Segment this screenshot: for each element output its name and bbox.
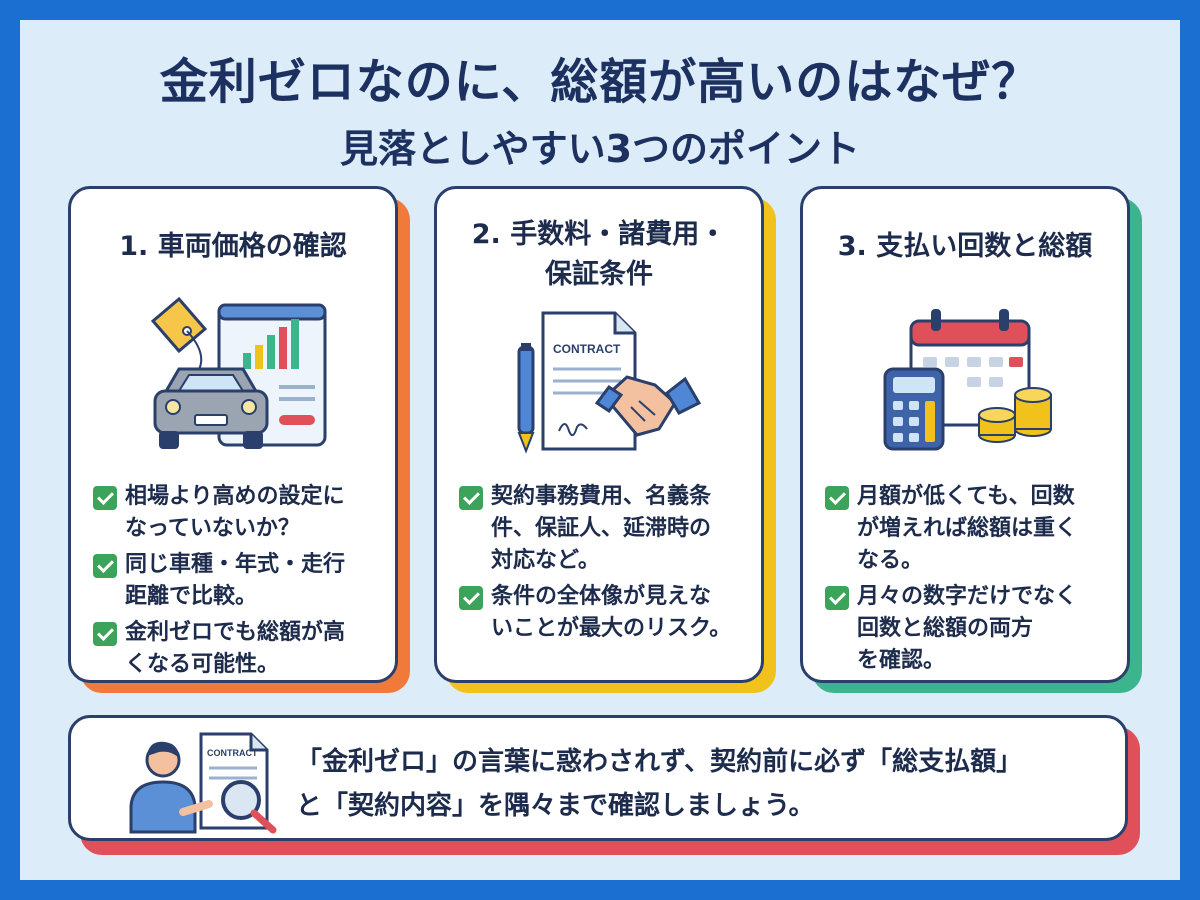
coins-icon: [978, 387, 1052, 443]
check-icon: [825, 586, 849, 610]
card-3: 3. 支払い回数と総額: [800, 186, 1130, 683]
check-icon: [459, 486, 483, 510]
list-item: 相場より高めの設定になっていないか？: [93, 481, 393, 545]
point-text: 契約事務費用、名義条件、保証人、延滞時の対応など。: [491, 484, 712, 573]
price-tag-icon: [150, 296, 208, 374]
card-1-points: 相場より高めの設定になっていないか？ 同じ車種・年式・走行距離で比較。 金利ゼロ…: [93, 481, 393, 685]
chart-icon: [217, 303, 327, 447]
check-icon: [93, 554, 117, 578]
page-subtitle: 見落としやすい3つのポイント: [339, 127, 861, 171]
check-icon: [459, 586, 483, 610]
bottom-message-line-1: 「金利ゼロ」の言葉に惑わされず、契約前に必ず「総支払額」: [296, 747, 1023, 777]
bottom-banner: CONTRACT: [68, 715, 1128, 841]
list-item: 月額が低くても、回数が増えれば総額は重くなる。: [825, 481, 1125, 577]
check-icon: [93, 486, 117, 510]
card-3-title: 3. 支払い回数と総額: [803, 227, 1127, 267]
card-2: 2. 手数料・諸費用・ 保証条件 CONTRACT: [434, 186, 764, 683]
list-item: 同じ車種・年式・走行距離で比較。: [93, 549, 393, 613]
list-item: 金利ゼロでも総額が高くなる可能性。: [93, 617, 393, 681]
card-2-title-line-2: 保証条件: [545, 259, 653, 290]
check-icon: [93, 622, 117, 646]
card-1-title-line: 1. 車両価格の確認: [119, 231, 347, 262]
card-2-title: 2. 手数料・諸費用・ 保証条件: [437, 215, 761, 295]
card-2-points: 契約事務費用、名義条件、保証人、延滞時の対応など。 条件の全体像が見えないことが…: [459, 481, 759, 649]
page-title: 金利ゼロなのに、総額が高いのはなぜ？: [159, 54, 1041, 110]
card-3-illustration: [881, 305, 1061, 455]
contract-icon: CONTRACT: [541, 311, 637, 451]
card-1-title: 1. 車両価格の確認: [71, 227, 395, 267]
pen-icon: [517, 343, 535, 454]
calculator-icon: [883, 367, 945, 451]
card-3-points: 月額が低くても、回数が増えれば総額は重くなる。 月々の数字だけでなく回数と総額の…: [825, 481, 1125, 681]
card-1-illustration: [139, 296, 339, 457]
card-3-title-line: 3. 支払い回数と総額: [837, 231, 1093, 262]
person-icon: [129, 741, 213, 834]
handshake-icon: [594, 375, 702, 437]
card-1: 1. 車両価格の確認: [68, 186, 398, 683]
bottom-message-line-2: と「契約内容」を隅々まで確認しましょう。: [296, 791, 815, 821]
point-text: 条件の全体像が見えないことが最大のリスク。: [491, 584, 732, 641]
card-2-title-line-1: 2. 手数料・諸費用・: [471, 219, 727, 250]
point-text: 相場より高めの設定になっていないか？: [125, 484, 345, 541]
list-item: 条件の全体像が見えないことが最大のリスク。: [459, 581, 759, 645]
check-icon: [825, 486, 849, 510]
contract-label: CONTRACT: [207, 748, 258, 758]
list-item: 契約事務費用、名義条件、保証人、延滞時の対応など。: [459, 481, 759, 577]
point-text: 月々の数字だけでなく回数と総額の両方を確認。: [857, 584, 1078, 673]
bottom-illustration: CONTRACT: [123, 728, 293, 834]
list-item: 月々の数字だけでなく回数と総額の両方を確認。: [825, 581, 1125, 677]
contract-label: CONTRACT: [553, 342, 621, 356]
bottom-message: 「金利ゼロ」の言葉に惑わされず、契約前に必ず「総支払額」 と「契約内容」を隅々ま…: [296, 740, 1126, 828]
card-2-illustration: CONTRACT: [509, 307, 709, 457]
point-text: 月額が低くても、回数が増えれば総額は重くなる。: [857, 484, 1078, 573]
magnifier-icon: [221, 780, 277, 834]
point-text: 金利ゼロでも総額が高くなる可能性。: [125, 620, 346, 677]
car-icon: [153, 367, 269, 449]
point-text: 同じ車種・年式・走行距離で比較。: [125, 552, 346, 609]
